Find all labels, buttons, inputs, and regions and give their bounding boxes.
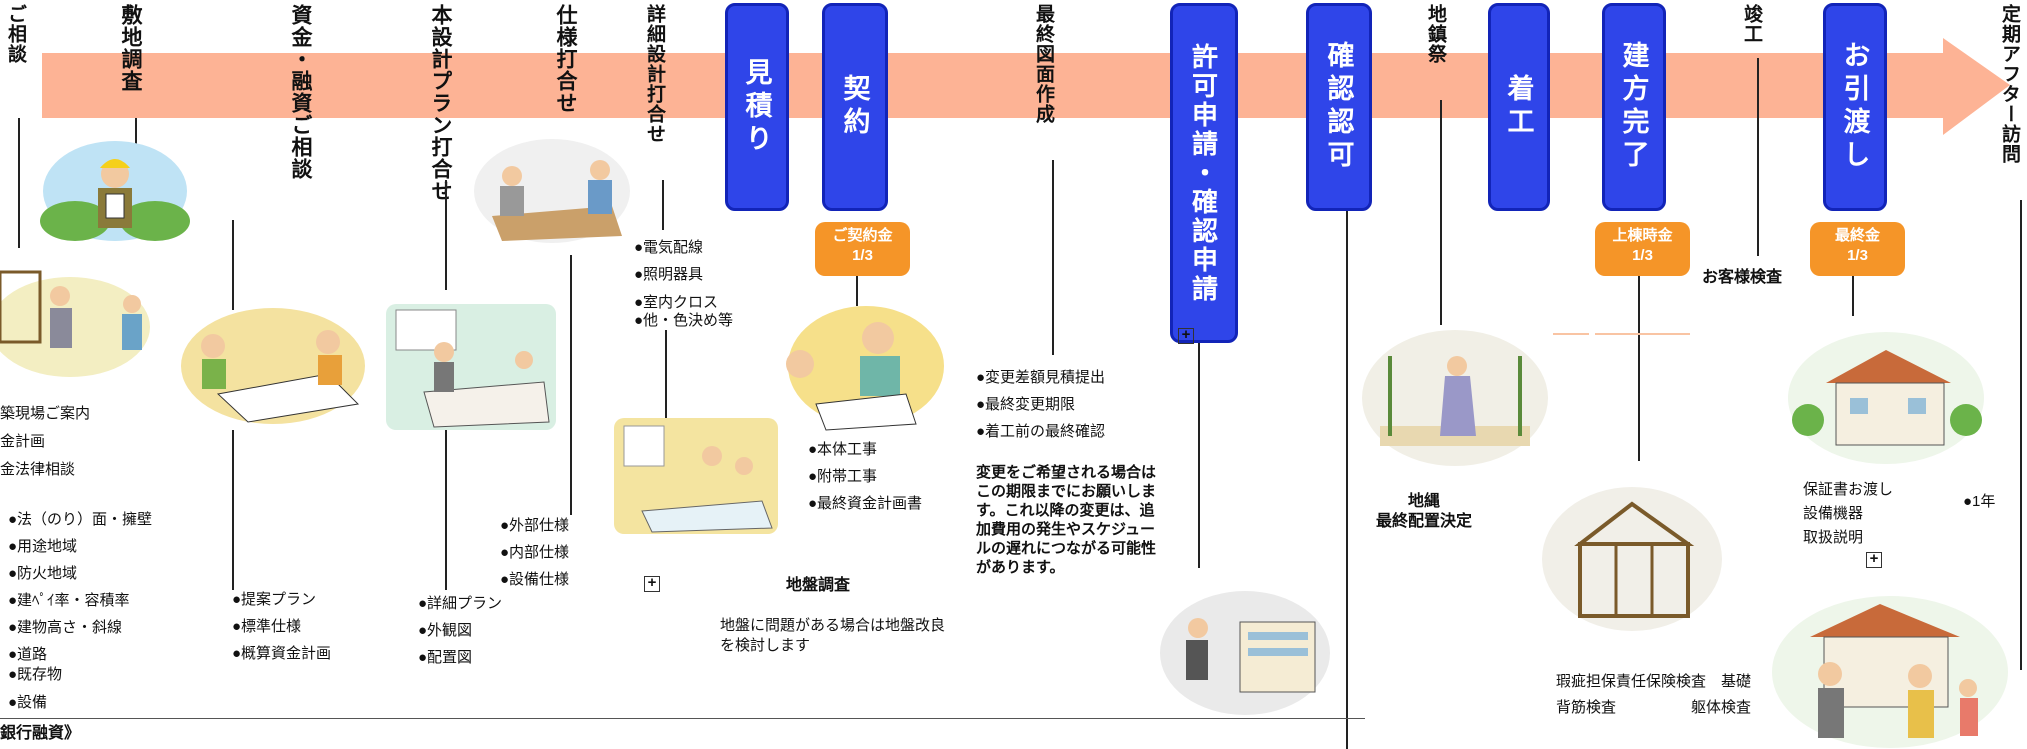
- step-completion: 竣工: [1741, 4, 1762, 44]
- step-after-visit: 定期アフター訪問: [1999, 4, 2020, 164]
- ground-survey-body: 地盤に問題がある場合は地盤改良 を検討します: [720, 617, 946, 654]
- list-funding: ●提案プラン●標準仕様●概算資金計画: [232, 591, 332, 662]
- connector-funding: [232, 220, 234, 310]
- bank-loan-label: 銀行融資》: [0, 725, 81, 742]
- connector-groundbreaking: [1440, 100, 1442, 325]
- connector-permit: [1198, 343, 1200, 568]
- connector-final-drawing: [1052, 160, 1054, 355]
- connector-detail-2: [665, 330, 667, 420]
- expand-icon[interactable]: +: [1178, 327, 1194, 344]
- connector-spec: [570, 255, 572, 515]
- step-funding: 資金・融資ご相談: [289, 4, 312, 180]
- list-final-drawing: ●変更差額見積提出●最終変更期限●着工前の最終確認: [976, 369, 1106, 440]
- contract-illustration: [786, 306, 944, 431]
- step-site-survey: 敷地調査: [119, 4, 142, 92]
- surveyor-illustration: [40, 141, 190, 241]
- connector-framing: [1638, 276, 1640, 461]
- connector-after: [2020, 200, 2022, 670]
- milestone-handover: お引渡し: [1823, 3, 1887, 211]
- step-consult: ご相談: [5, 4, 26, 64]
- connector-contract: [856, 276, 858, 306]
- milestone-estimate: 見積り: [725, 3, 789, 211]
- milestone-permit: 許可申請・確認申請: [1170, 3, 1238, 343]
- funding-illustration: [181, 308, 365, 424]
- list-spec: ●外部仕様●内部仕様●設備仕様: [500, 517, 570, 588]
- groundbreaking-illustration: [1362, 330, 1548, 466]
- list-site: ●法（のり）面・擁壁●用途地域●防火地域 ●建ﾍﾟｲ率・容積率●建物高さ・斜線 …: [8, 511, 153, 711]
- connector-approval: [1346, 211, 1348, 749]
- inspections-line-2: 背筋検査 躯体検査: [1556, 699, 1752, 716]
- connector-funding-2: [232, 430, 234, 590]
- consult-illustration: [0, 270, 150, 377]
- ground-survey-title: 地盤調査: [786, 577, 851, 594]
- list-handover: 保証書お渡し設備機器取扱説明: [1803, 481, 1894, 546]
- orange-dash-1: [1553, 333, 1589, 335]
- orange-dash-2: [1595, 333, 1690, 335]
- step-plan-meeting: 本設計プラン打合せ: [429, 4, 452, 202]
- list-detail: ●電気配線●照明器具 ●室内クロス ●他・色決め等: [634, 239, 734, 329]
- step-detail-meeting: 詳細設計打合せ: [644, 4, 665, 144]
- change-warning: 変更をご希望される場合は この期限までにお願いしま す。これ以降の変更は、追 加…: [976, 464, 1157, 576]
- detail-meeting-illustration: [614, 418, 778, 534]
- permit-illustration: [1160, 591, 1330, 715]
- house-illustration: [1788, 332, 1984, 464]
- after-1year: ●1年: [1963, 493, 1996, 510]
- step-final-drawing: 最終図面作成: [1033, 4, 1054, 124]
- connector-detail: [662, 180, 664, 230]
- horizontal-rule: [0, 718, 1365, 719]
- expand-icon[interactable]: +: [644, 575, 660, 592]
- list-plan: ●詳細プラン●外観図●配置図: [418, 595, 503, 666]
- milestone-approval: 確認認可: [1306, 3, 1372, 211]
- milestone-framing: 建方完了: [1602, 3, 1666, 211]
- spec-meeting-illustration: [474, 139, 630, 243]
- connector-handover: [1852, 276, 1854, 316]
- framing-illustration: [1542, 487, 1722, 631]
- connector-completion: [1757, 58, 1759, 256]
- connector-plan-2: [445, 430, 447, 590]
- step-groundbreaking: 地鎮祭: [1425, 4, 1446, 64]
- jinawa-note: 地縄 最終配置決定: [1376, 493, 1473, 530]
- connector-plan: [445, 180, 447, 290]
- plan-meeting-illustration: [386, 304, 556, 430]
- step-spec-meeting: 仕様打合せ: [554, 4, 577, 114]
- expand-icon[interactable]: +: [1866, 551, 1882, 568]
- connector-site: [135, 118, 137, 148]
- list-contract: ●本体工事●附帯工事●最終資金計画書: [808, 441, 923, 512]
- list-consult: 築現場ご案内金計画金法律相談: [0, 405, 91, 478]
- milestone-construction: 着工: [1488, 3, 1550, 211]
- handover-illustration: [1772, 596, 2008, 748]
- inspections-line-1: 瑕疵担保責任保険検査 基礎: [1556, 673, 1752, 690]
- customer-inspection: お客様検査: [1702, 269, 1783, 286]
- connector-consult: [18, 118, 20, 248]
- milestone-contract: 契約: [822, 3, 888, 211]
